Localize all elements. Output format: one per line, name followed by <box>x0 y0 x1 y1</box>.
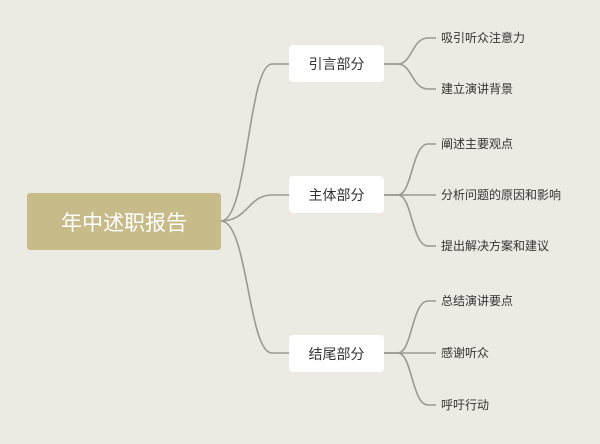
connector-root-to-body <box>220 194 289 222</box>
root-topic[interactable]: 年中述职报告 <box>27 193 221 250</box>
leaf-topic[interactable]: 感谢听众 <box>441 346 490 360</box>
branch-intro[interactable]: 引言部分 <box>289 45 384 82</box>
leaf-topic[interactable]: 阐述主要观点 <box>441 137 514 151</box>
leaf-topic[interactable]: 提出解决方案和建议 <box>441 239 550 253</box>
branch-intro-label: 引言部分 <box>308 56 365 73</box>
leaf-topic[interactable]: 总结演讲要点 <box>441 294 514 308</box>
connector-body-leaf-3 <box>383 194 436 247</box>
connector-ending-leaf-1 <box>383 300 436 354</box>
connector-root-to-intro <box>220 63 289 222</box>
connector-root-to-ending <box>220 220 289 354</box>
connector-intro-leaf-2 <box>383 63 436 90</box>
connector-intro-leaf-1 <box>383 37 436 65</box>
connector-body-leaf-1 <box>383 143 436 196</box>
branch-ending[interactable]: 结尾部分 <box>289 335 384 372</box>
connector-ending-leaf-3 <box>383 352 436 406</box>
leaf-topic[interactable]: 呼吁行动 <box>441 398 490 412</box>
leaf-topic[interactable]: 分析问题的原因和影响 <box>441 188 562 202</box>
leaf-topic[interactable]: 吸引听众注意力 <box>441 31 526 45</box>
branch-body[interactable]: 主体部分 <box>289 176 384 213</box>
branch-body-label: 主体部分 <box>308 187 365 204</box>
root-topic-label: 年中述职报告 <box>61 210 187 235</box>
branch-ending-label: 结尾部分 <box>308 346 365 363</box>
leaf-topic[interactable]: 建立演讲背景 <box>441 82 514 96</box>
